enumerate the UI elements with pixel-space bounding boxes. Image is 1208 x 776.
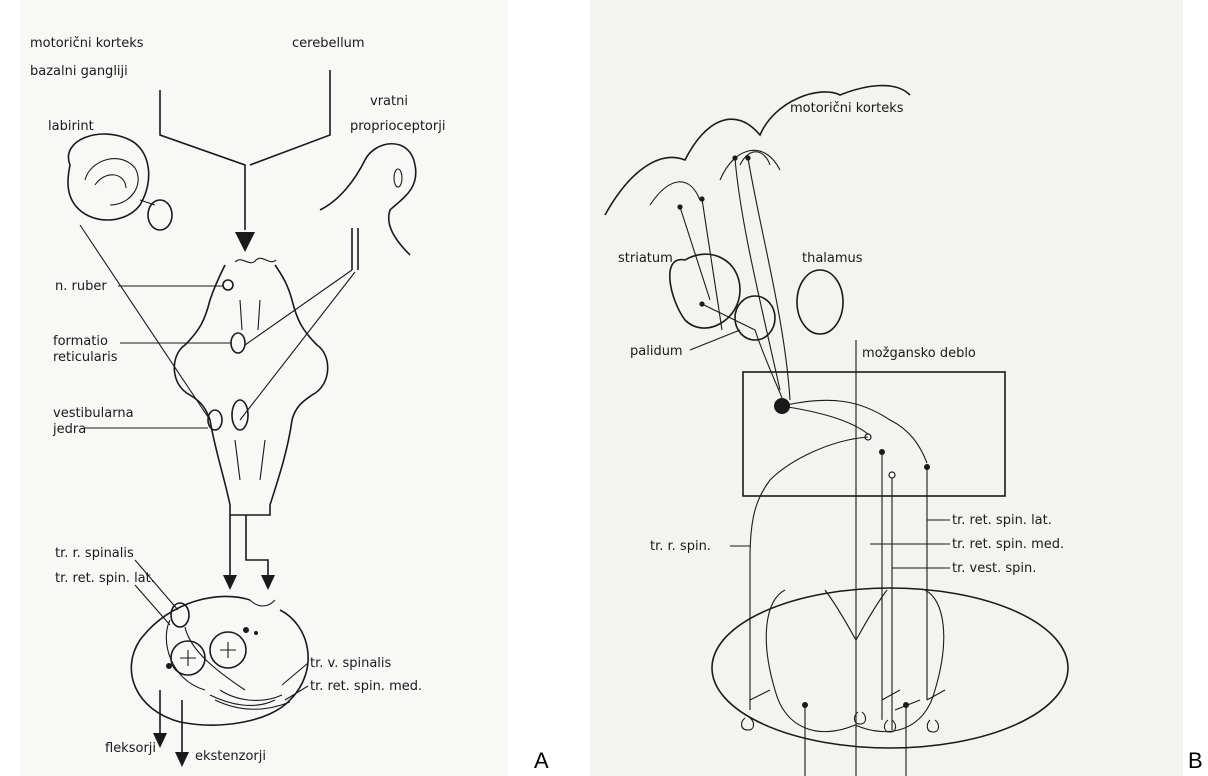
brainstem-arrowhead [235, 232, 255, 252]
label-tr-vest-spin: tr. vest. spin. [952, 561, 1036, 576]
panel-b: motorični korteks striatum thalamus pali… [590, 0, 1183, 776]
label-thalamus: thalamus [802, 251, 863, 266]
extensor-arrow [175, 752, 189, 767]
panel-b-letter: B [1188, 748, 1203, 774]
label-neck-2: proprioceptorji [350, 119, 445, 134]
brainstem-outline [174, 258, 327, 515]
descending-arrow-2 [261, 575, 275, 590]
label-tr-r-spinalis: tr. r. spinalis [55, 546, 134, 561]
descending-tracts [230, 515, 268, 575]
cerebellum-pathway-line [250, 70, 330, 165]
label-palidum: palidum [630, 344, 683, 359]
spinal-cord-section [131, 596, 308, 725]
reticular-nucleus [231, 333, 245, 353]
palidum-leader [690, 330, 740, 350]
panel-a-diagram: motorični korteks cerebellum bazalni gan… [20, 0, 508, 776]
label-tr-ret-spin-med-b: tr. ret. spin. med. [952, 537, 1064, 552]
descending-tracts-b [750, 400, 927, 730]
label-tr-v-spinalis: tr. v. spinalis [310, 656, 392, 671]
cortex-pathway-line [160, 90, 245, 230]
descending-arrow-1 [223, 575, 237, 590]
label-vestib-1: vestibularna [53, 406, 134, 421]
vestibular-nucleus-open [889, 472, 895, 478]
label-cerebellum: cerebellum [292, 36, 365, 51]
spinal-right-leaders [282, 663, 308, 700]
panel-a: motorični korteks cerebellum bazalni gan… [20, 0, 508, 776]
ruber-nucleus [223, 280, 233, 290]
label-striatum: striatum [618, 251, 673, 266]
label-tr-ret-spin-lat-b: tr. ret. spin. lat. [952, 513, 1052, 528]
vestibular-nucleus-right [232, 400, 248, 430]
label-neck-1: vratni [370, 94, 408, 109]
striatum-projection [702, 304, 755, 330]
label-tr-r-spin: tr. r. spin. [650, 539, 711, 554]
palidum-outline [735, 296, 775, 340]
neck-projections [240, 270, 355, 420]
label-basal-ganglia: bazalni gangliji [30, 64, 128, 79]
labyrinth-drawing [68, 134, 172, 230]
cortical-neurons [677, 155, 790, 400]
label-ruber: n. ruber [55, 279, 107, 294]
label-motor-cortex-b: motorični korteks [790, 101, 904, 116]
label-extensors: ekstenzorji [195, 749, 266, 764]
label-tr-ret-spin-lat-a: tr. ret. spin. lat. [55, 571, 155, 586]
spinal-cord-section-b [712, 588, 1068, 776]
label-formatio-2: reticularis [53, 350, 118, 365]
label-motor-cortex-a: motorični korteks [30, 36, 144, 51]
label-formatio-1: formatio [53, 334, 108, 349]
label-brainstem: možgansko deblo [862, 346, 976, 361]
label-labyrinth: labirint [48, 119, 94, 134]
thalamus-outline [797, 270, 843, 334]
brainstem-box [743, 372, 1005, 496]
labyrinth-projection [80, 225, 210, 420]
cortex-folds [650, 150, 780, 205]
label-vestib-2: jedra [52, 422, 86, 437]
panel-a-letter: A [534, 748, 549, 774]
panel-b-diagram: motorični korteks striatum thalamus pali… [590, 0, 1183, 776]
label-tr-ret-spin-med-a: tr. ret. spin. med. [310, 679, 422, 694]
neck-drawing [320, 144, 416, 270]
label-flexors: fleksorji [105, 741, 156, 756]
